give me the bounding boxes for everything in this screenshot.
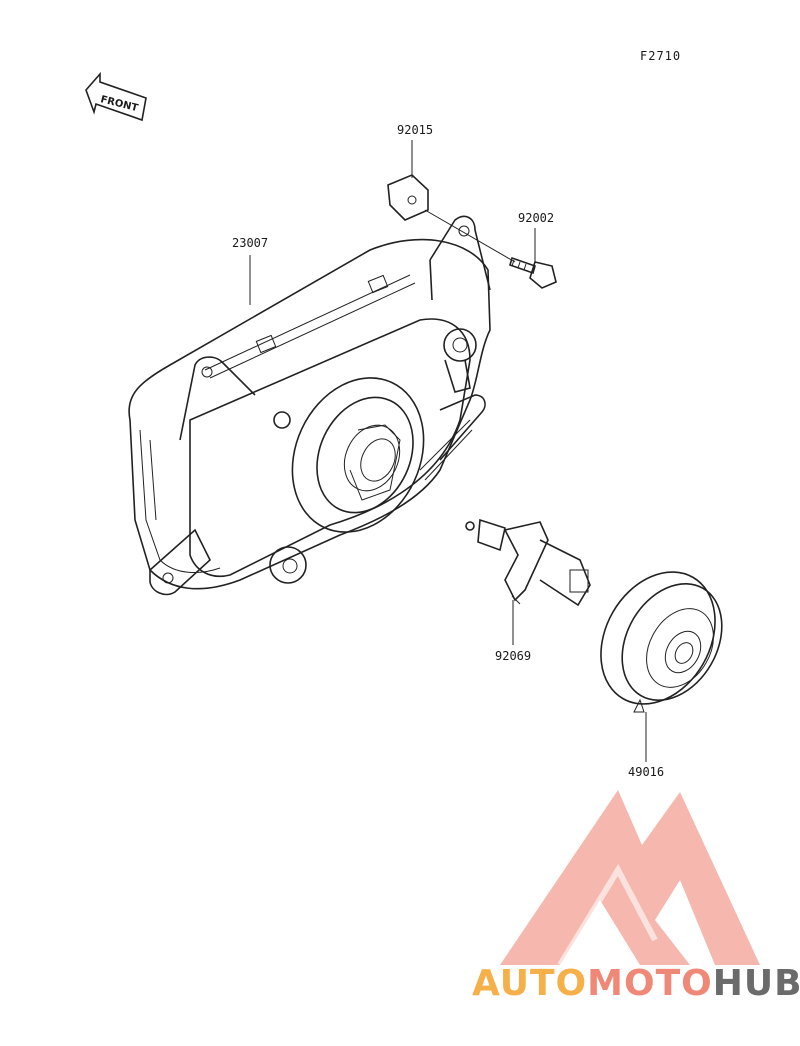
bulb-drawing bbox=[465, 518, 591, 607]
part-label-23007: 23007 bbox=[232, 236, 268, 250]
clip-nut-drawing bbox=[387, 174, 429, 221]
front-arrow-icon: FRONT bbox=[85, 71, 147, 122]
part-label-49016: 49016 bbox=[628, 765, 664, 779]
bolt-drawing bbox=[509, 256, 557, 289]
watermark-text: AUTOMOTOHUB bbox=[472, 963, 800, 1004]
part-label-92069: 92069 bbox=[495, 649, 531, 663]
watermark-hub: HUB bbox=[713, 963, 800, 1004]
leader-92015-axis bbox=[424, 209, 516, 263]
part-label-92015: 92015 bbox=[397, 123, 433, 137]
watermark-logo-mark bbox=[500, 790, 760, 965]
figure-code: F2710 bbox=[640, 49, 681, 63]
watermark-logo bbox=[500, 790, 760, 967]
rubber-cap-drawing bbox=[600, 571, 723, 713]
part-label-92002: 92002 bbox=[518, 211, 554, 225]
watermark-moto: MOTO bbox=[587, 963, 713, 1004]
headlight-housing-drawing bbox=[128, 215, 491, 596]
watermark-auto: AUTO bbox=[472, 963, 587, 1004]
front-label: FRONT bbox=[99, 94, 139, 114]
